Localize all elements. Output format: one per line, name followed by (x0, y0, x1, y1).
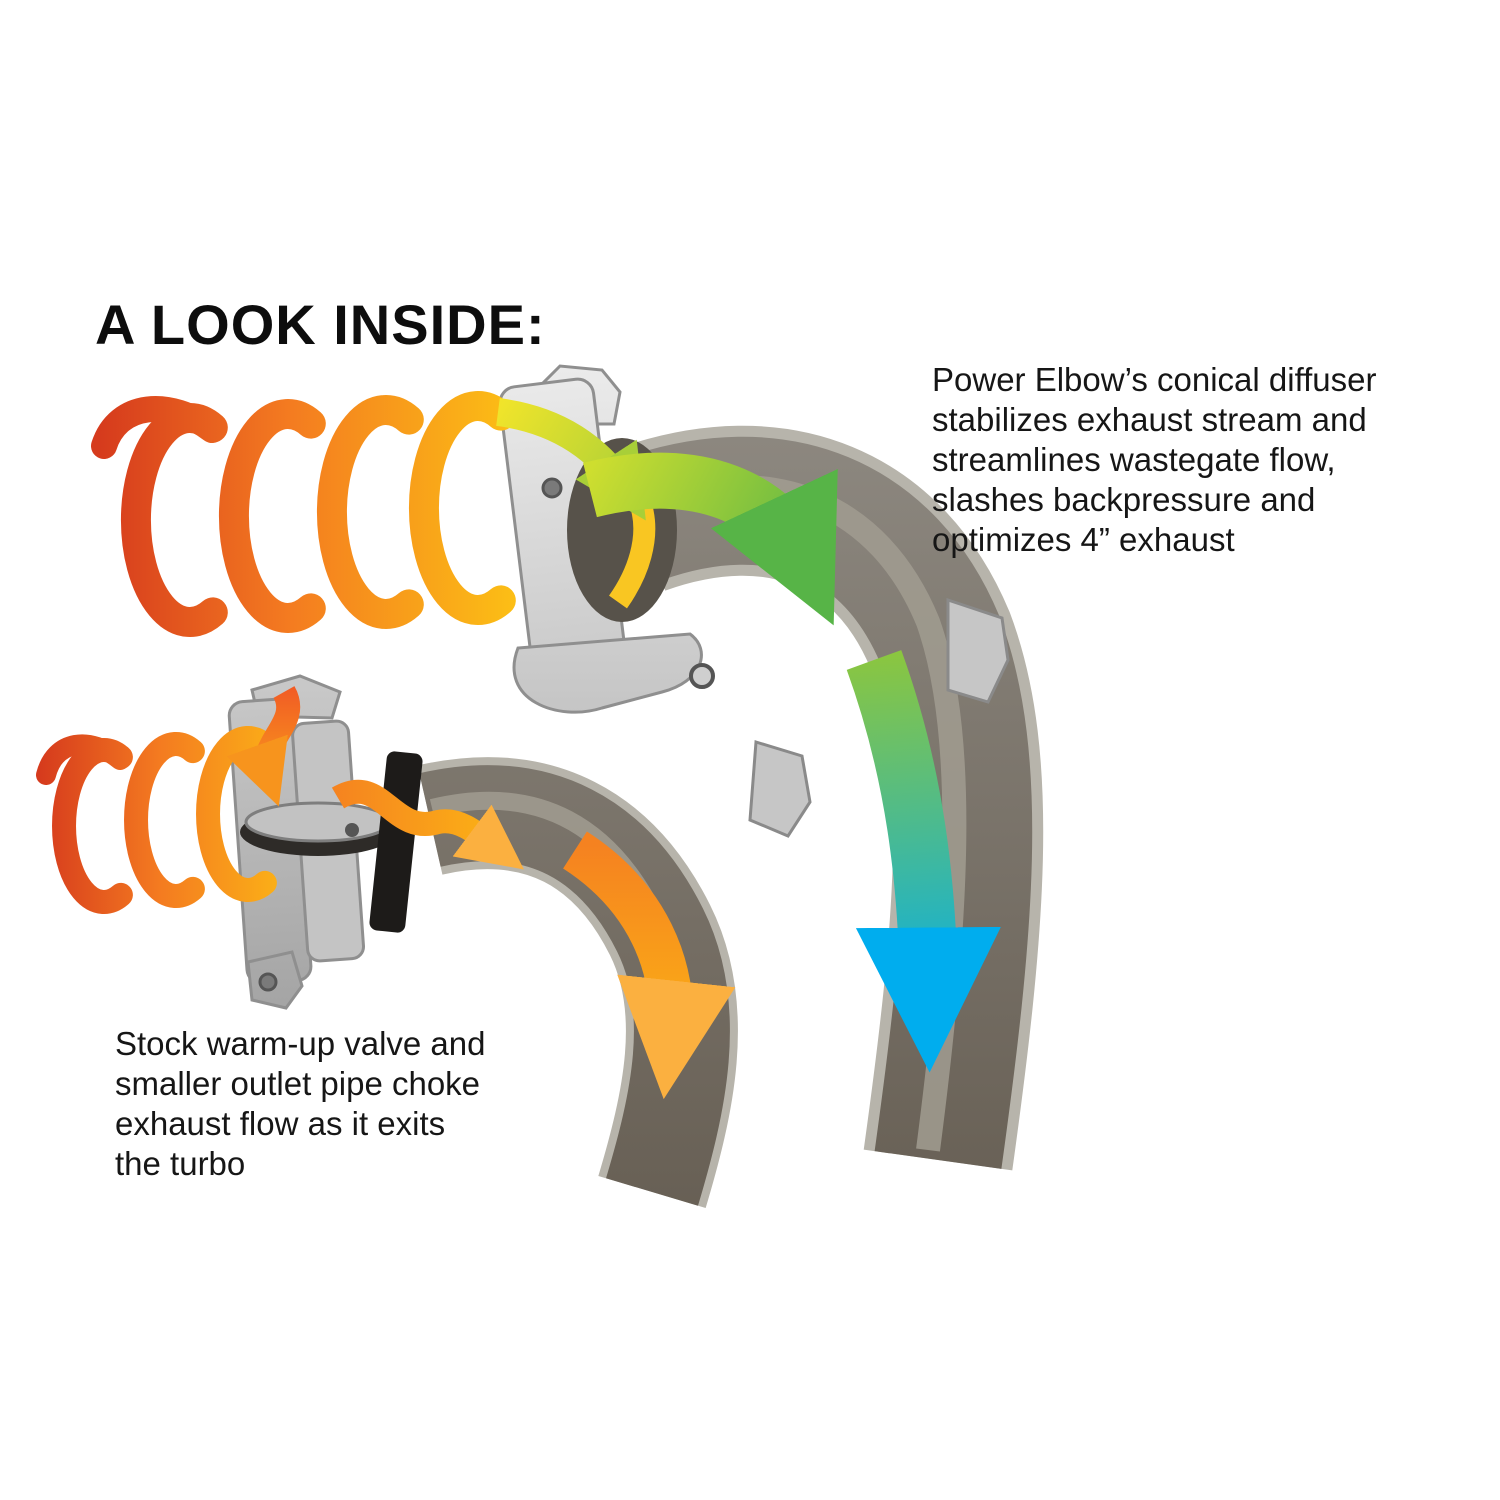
stock-flow-arrows (226, 686, 736, 1100)
flow-arrow-down-pipe (562, 831, 736, 1100)
bolt-hole (541, 477, 563, 499)
annotation-power-elbow: Power Elbow’s conical diffuser stabilize… (932, 361, 1377, 558)
stock-flange-valve (227, 674, 423, 1010)
flow-arrow-diffuser (583, 452, 838, 626)
exhaust-swirl-coil-bottom (36, 726, 277, 914)
flow-arrow-wavy (331, 779, 524, 870)
power-elbow-illustration (91, 364, 1044, 1171)
flow-arrow-outlet (846, 650, 1001, 1073)
flow-arrow-valve-drop (226, 686, 301, 807)
page-title: A LOOK INSIDE: (95, 293, 546, 356)
stock-elbow-illustration (36, 674, 738, 1209)
bolt-hole (258, 972, 278, 992)
power-elbow-flow-arrows (495, 398, 1001, 1073)
valve-pivot (345, 823, 359, 837)
pipe-joint-tab-left (748, 740, 812, 838)
bolt-hole (689, 663, 715, 689)
pipe-joint-tab-right (946, 597, 1010, 704)
exhaust-swirl-coil-top (91, 391, 516, 637)
annotation-stock: Stock warm-up valve and smaller outlet p… (115, 1025, 486, 1182)
